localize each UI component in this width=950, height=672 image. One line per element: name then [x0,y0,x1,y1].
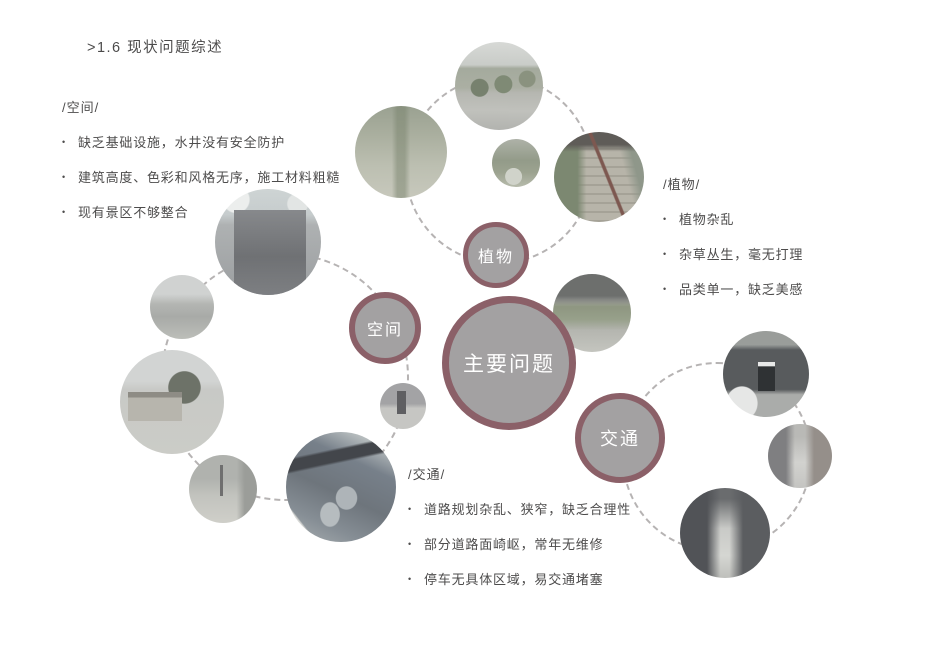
list-item: • 植物杂乱 [663,212,923,227]
plants-category-label: 植物 [477,249,514,266]
space-category-bubble: 空间 [349,292,421,364]
shrubs-photo [492,139,540,187]
plants-bullet-3: 品类单一，缺乏美感 [679,282,804,297]
list-item: • 品类单一，缺乏美感 [663,282,923,297]
bullet-marker: • [408,574,412,584]
gate-building-photo [723,331,809,417]
plants-text-block: /植物/ • 植物杂乱 • 杂草丛生，毫无打理 • 品类单一，缺乏美感 [663,174,923,317]
space-category-label: 空间 [366,322,403,339]
bullet-marker: • [663,214,667,224]
list-item: • 停车无具体区域，易交通堵塞 [408,572,708,587]
stairs-photo [554,132,644,222]
space-bullet-1: 缺乏基础设施，水井没有安全防护 [78,135,286,150]
main-problem-bubble: 主要问题 [442,296,576,430]
traffic-bullet-3: 停车无具体区域，易交通堵塞 [424,572,604,587]
bullet-marker: • [62,207,66,217]
list-item: • 缺乏基础设施，水井没有安全防护 [62,135,392,150]
plants-bullet-1: 植物杂乱 [679,212,735,227]
street-trees-photo [455,42,543,130]
traffic-text-block: /交通/ • 道路规划杂乱、狭窄，缺乏合理性 • 部分道路面崎岖，常年无维修 •… [408,464,708,607]
bullet-marker: • [62,172,66,182]
bullet-marker: • [408,504,412,514]
list-item: • 现有景区不够整合 [62,205,392,220]
bullet-marker: • [408,539,412,549]
space-text-block: /空间/ • 缺乏基础设施，水井没有安全防护 • 建筑高度、色彩和风格无序，施工… [62,97,392,240]
courtyard-photo [189,455,257,523]
page-title: >1.6 现状问题综述 [87,40,224,56]
bullet-marker: • [663,249,667,259]
village-view-photo [150,275,214,339]
bullet-marker: • [62,137,66,147]
white-house-photo [120,350,224,454]
plants-bullet-2: 杂草丛生，毫无打理 [679,247,804,262]
plants-category-bubble: 植物 [463,222,529,288]
stone-path-photo [355,106,447,198]
water-reflection-photo [286,432,396,542]
space-heading: /空间/ [62,100,100,115]
small-street-photo [380,383,426,429]
list-item: • 杂草丛生，毫无打理 [663,247,923,262]
alley-photo [768,424,832,488]
main-problem-label: 主要问题 [463,353,555,376]
list-item: • 建筑高度、色彩和风格无序，施工材料粗糙 [62,170,392,185]
plants-heading: /植物/ [663,177,701,192]
traffic-category-bubble: 交通 [575,393,665,483]
traffic-heading: /交通/ [408,467,446,482]
space-bullet-2: 建筑高度、色彩和风格无序，施工材料粗糙 [78,170,341,185]
list-item: • 道路规划杂乱、狭窄，缺乏合理性 [408,502,708,517]
traffic-bullet-2: 部分道路面崎岖，常年无维修 [424,537,604,552]
list-item: • 部分道路面崎岖，常年无维修 [408,537,708,552]
bullet-marker: • [663,284,667,294]
traffic-bullet-1: 道路规划杂乱、狭窄，缺乏合理性 [424,502,632,517]
brick-house-photo [215,189,321,295]
traffic-category-label: 交通 [600,429,640,449]
narrow-alley-photo [680,488,770,578]
space-bullet-3: 现有景区不够整合 [78,205,189,220]
